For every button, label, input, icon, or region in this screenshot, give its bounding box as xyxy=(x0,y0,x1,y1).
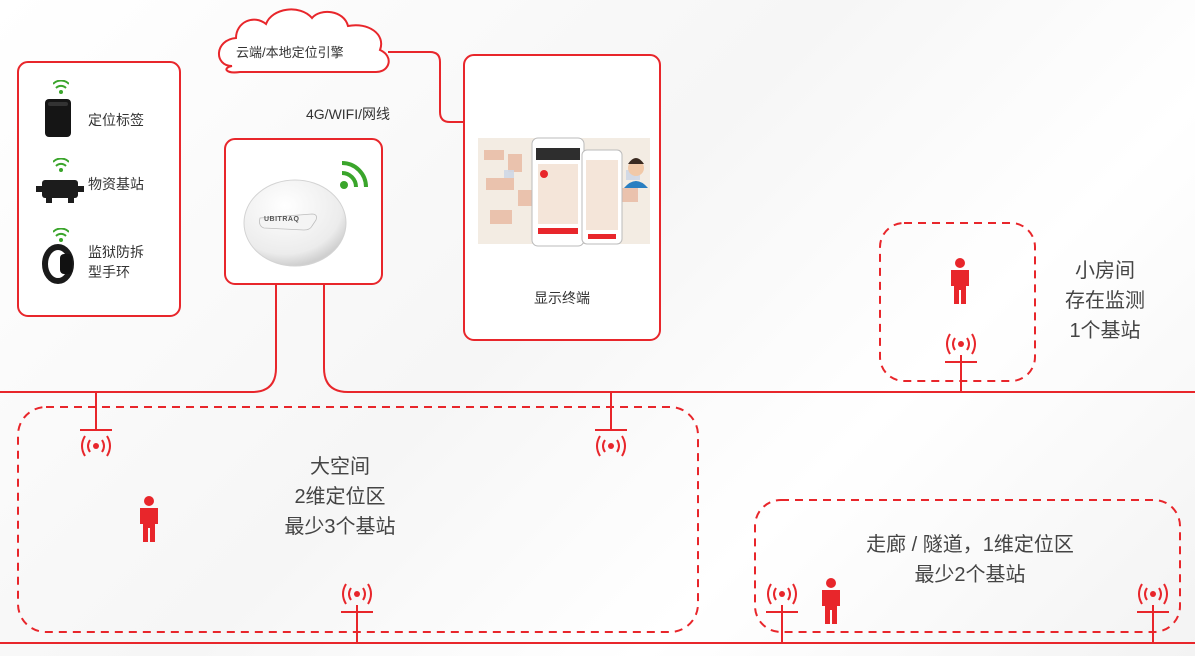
antenna-signal-icon xyxy=(767,583,797,605)
antenna-signal-icon xyxy=(81,435,111,457)
gateway-brand-text: UBITRAQ xyxy=(264,216,300,223)
wifi-small-icon xyxy=(53,158,69,172)
corridor-line2: 最少2个基站 xyxy=(914,564,1026,586)
antenna-stems xyxy=(80,355,1169,643)
wifi-small-icon xyxy=(53,228,69,242)
corridor-zone-text: 走廊 / 隧道，1维定位区 最少2个基站 xyxy=(815,530,1125,590)
legend-panel: 定位标签 物资基站 监狱防拆 型手环 xyxy=(36,78,166,308)
legend-item-station-label: 物资基站 xyxy=(88,176,144,192)
tag-device-icon xyxy=(45,99,71,137)
gateway-wifi-icon xyxy=(340,161,368,189)
uplink-label: 4G/WIFI/网线 xyxy=(306,106,390,122)
large-space-line1: 大空间 xyxy=(310,456,370,478)
legend-item-wristband-label-2: 型手环 xyxy=(88,264,130,280)
map-screen-icon xyxy=(478,137,650,247)
legend-item-tag-label: 定位标签 xyxy=(88,112,144,128)
gateway-device: UBITRAQ xyxy=(242,178,348,268)
person-icon xyxy=(951,258,969,304)
small-room-line3: 1个基站 xyxy=(1069,320,1141,342)
legend-item-wristband-label-1: 监狱防拆 xyxy=(88,244,144,260)
gateway-right-wire xyxy=(323,284,1195,393)
asset-station-icon xyxy=(36,180,84,203)
antenna-signal-icon xyxy=(596,435,626,457)
gateway-left-wire xyxy=(0,284,277,393)
antenna-signal-icon xyxy=(946,333,976,355)
corridor-line1: 走廊 / 隧道，1维定位区 xyxy=(866,534,1074,556)
small-room-line2: 存在监测 xyxy=(1065,290,1145,312)
person-icon xyxy=(140,496,158,542)
corridor-zone xyxy=(754,499,1181,633)
large-space-line3: 最少3个基站 xyxy=(284,516,396,538)
cloud-shape xyxy=(218,8,390,74)
antenna-signal-icon xyxy=(1138,583,1168,605)
person-icon xyxy=(822,578,840,624)
small-room-zone-text: 小房间 存在监测 1个基站 xyxy=(1050,256,1160,346)
cloud-engine-label: 云端/本地定位引擎 xyxy=(236,45,344,60)
antenna-signal-icon xyxy=(342,583,372,605)
small-room-zone xyxy=(879,222,1036,382)
gateway-device-icon xyxy=(243,179,347,267)
wifi-small-icon xyxy=(53,80,69,94)
large-space-zone-text: 大空间 2维定位区 最少3个基站 xyxy=(250,452,430,542)
large-space-line2: 2维定位区 xyxy=(294,486,386,508)
display-terminal-screenshot xyxy=(478,130,650,250)
display-terminal-label: 显示终端 xyxy=(534,290,590,306)
wristband-icon xyxy=(42,244,74,284)
small-room-line1: 小房间 xyxy=(1075,260,1135,282)
